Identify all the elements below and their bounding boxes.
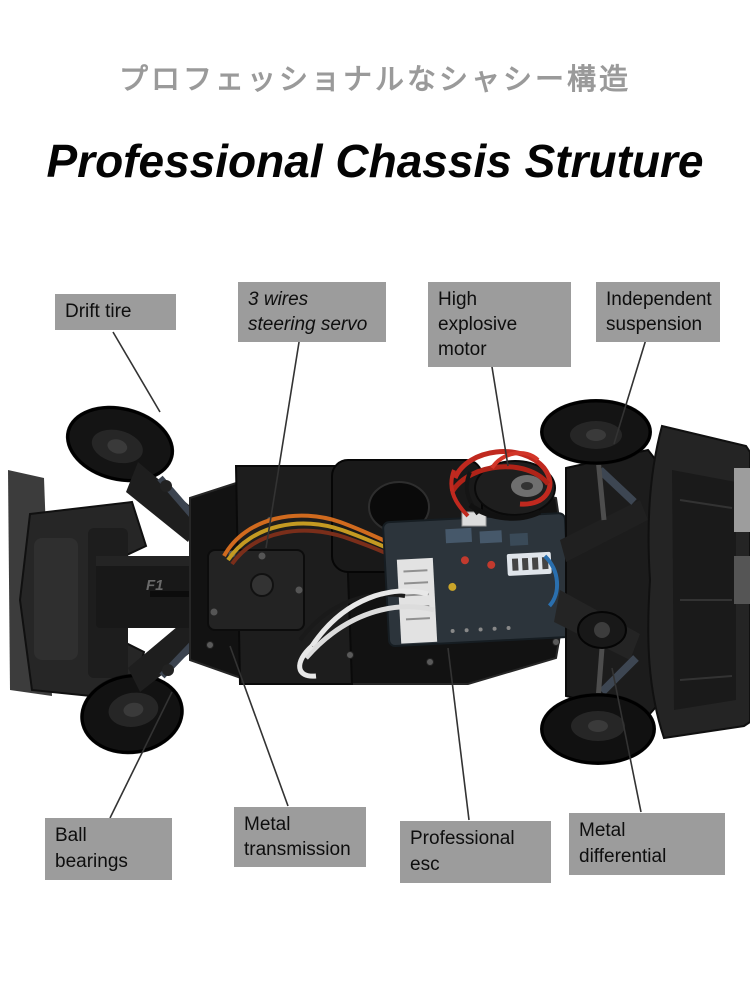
callout-esc: Professional esc	[400, 821, 551, 883]
callout-transmission-line1: Metal	[244, 814, 291, 835]
page-title: Professional Chassis Struture	[46, 135, 704, 187]
callout-motor-line2: motor	[438, 339, 487, 360]
white-wires	[297, 588, 435, 679]
callout-differential-label: Metal differential	[579, 820, 667, 867]
callout-transmission-line2: transmission	[244, 839, 351, 860]
callout-line-drift-tire	[112, 331, 161, 413]
steering-servo	[207, 549, 305, 631]
callout-motor: High explosive motor	[428, 282, 571, 367]
callout-transmission: Metal transmission	[234, 807, 366, 867]
callout-motor-line1: High explosive	[438, 289, 518, 335]
callout-line-suspension	[613, 335, 648, 445]
callout-line-steering-servo	[265, 335, 301, 549]
callout-esc-label: Professional esc	[410, 828, 515, 875]
esc-board	[382, 512, 572, 648]
callout-suspension: Independent suspension	[596, 282, 720, 342]
front-right-wheel	[540, 399, 652, 465]
servo-wires	[222, 513, 393, 566]
callout-line-transmission	[229, 645, 289, 807]
rear-right-wheel	[540, 693, 656, 765]
callout-drift-tire-label: Drift tire	[65, 301, 132, 322]
chassis-marking: F1	[146, 577, 164, 594]
callout-line-esc	[447, 647, 470, 821]
callout-drift-tire: Drift tire	[55, 294, 176, 330]
callout-steering-servo-line1: 3 wires	[248, 289, 309, 310]
rear-left-wheel	[80, 673, 184, 755]
callout-ball-bearings-label: Ball bearings	[55, 825, 128, 872]
power-wires	[449, 449, 553, 527]
callout-steering-servo: 3 wires steering servo	[238, 282, 386, 342]
callout-ball-bearings: Ball bearings	[45, 818, 172, 880]
callout-differential: Metal differential	[569, 813, 725, 875]
callout-suspension-line2: suspension	[606, 314, 703, 335]
callout-suspension-line1: Independent	[606, 289, 712, 310]
callout-steering-servo-line2: steering servo	[248, 314, 368, 335]
esc-sticker	[396, 557, 438, 644]
rear-body-wing	[647, 424, 750, 740]
front-left-wheel	[65, 405, 175, 483]
callout-line-differential	[611, 667, 642, 813]
rear-assembly	[554, 448, 663, 718]
callout-line-ball-bearings	[109, 691, 173, 819]
subtitle-japanese: プロフェッショナルなシャシー構造	[118, 64, 631, 96]
